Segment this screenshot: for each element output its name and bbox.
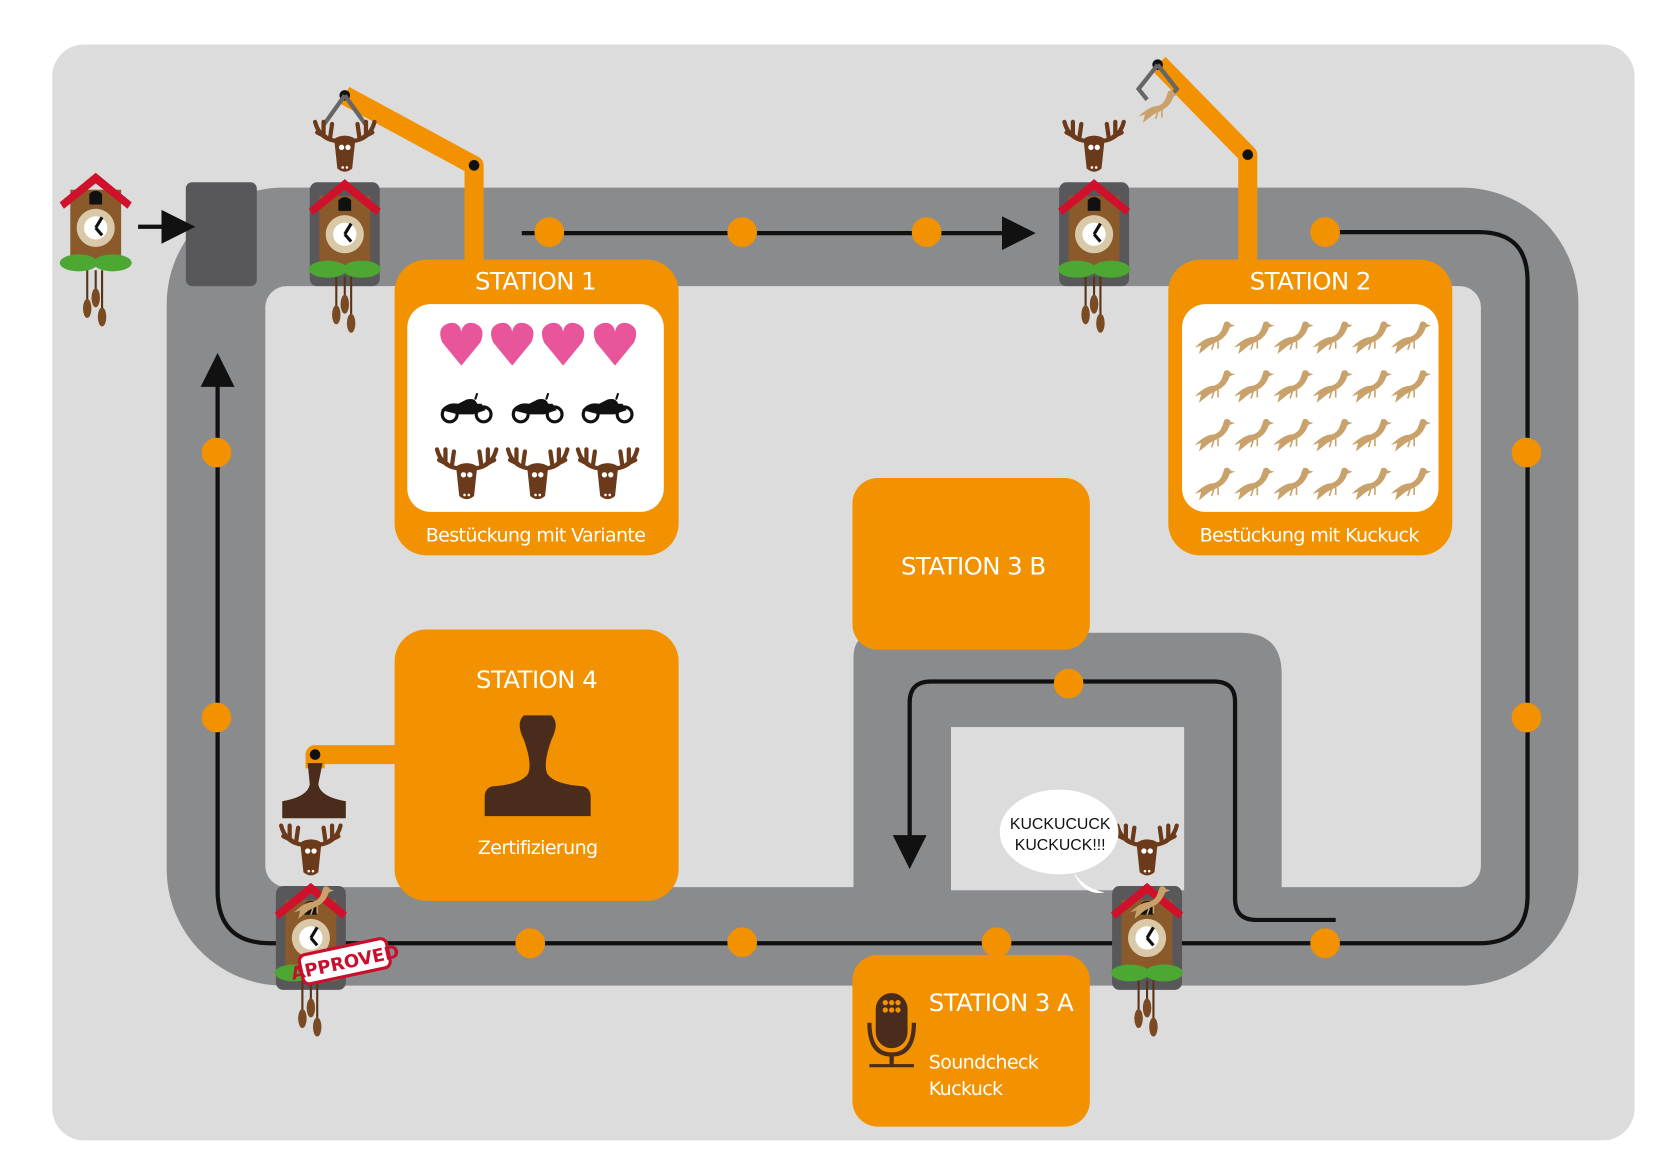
branch-line — [892, 679, 1336, 923]
station-1-subtitle: Bestückung mit Variante — [426, 525, 646, 547]
station-2-title: STATION 2 — [1250, 266, 1371, 295]
heart-icon — [541, 322, 585, 366]
station-1-title: STATION 1 — [475, 266, 596, 295]
stamp-icon — [484, 715, 591, 817]
station-3a-subtitle-line2: Kuckuck — [929, 1078, 1003, 1100]
main-loop-line — [200, 229, 1530, 946]
stamp-icon — [282, 763, 346, 819]
entry-box — [185, 182, 257, 287]
cuckoo-clock-station-3a — [1109, 826, 1185, 1039]
station-2: STATION 2 Bestückung mit Kuckuck — [1168, 259, 1453, 556]
heart-icon — [491, 322, 534, 366]
speech-bubble-line2: KUCKUCK!!! — [1015, 837, 1106, 854]
track-markers — [201, 217, 1542, 959]
station-3a-subtitle-line1: Soundcheck — [929, 1051, 1039, 1073]
station-3a: STATION 3 A Soundcheck Kuckuck — [852, 927, 1090, 1127]
crane-station-4 — [282, 745, 404, 819]
station-2-subtitle: Bestückung mit Kuckuck — [1200, 525, 1420, 547]
crane-station-1 — [321, 86, 484, 265]
station-3a-title: STATION 3 A — [929, 988, 1074, 1017]
speech-bubble-line1: KUCKUCUCK — [1010, 816, 1111, 833]
station-3b: STATION 3 B — [852, 477, 1090, 650]
station-3b-title: STATION 3 B — [901, 551, 1046, 580]
station-1: STATION 1 Bestückung mit Variante — [394, 259, 679, 556]
crane-station-2 — [1135, 56, 1258, 265]
heart-icon — [440, 322, 483, 366]
heart-icon — [593, 322, 637, 366]
speech-bubble: KUCKUCUCK KUCKUCK!!! — [999, 789, 1119, 893]
cuckoo-clock-station-1 — [307, 122, 383, 335]
station-4-subtitle: Zertifizierung — [478, 837, 598, 859]
station-4: STATION 4 Zertifizierung — [394, 629, 679, 901]
cuckoo-clock-station-2 — [1056, 122, 1132, 335]
microphone-icon — [867, 993, 917, 1068]
hearts — [440, 322, 637, 366]
station-4-title: STATION 4 — [476, 665, 597, 694]
